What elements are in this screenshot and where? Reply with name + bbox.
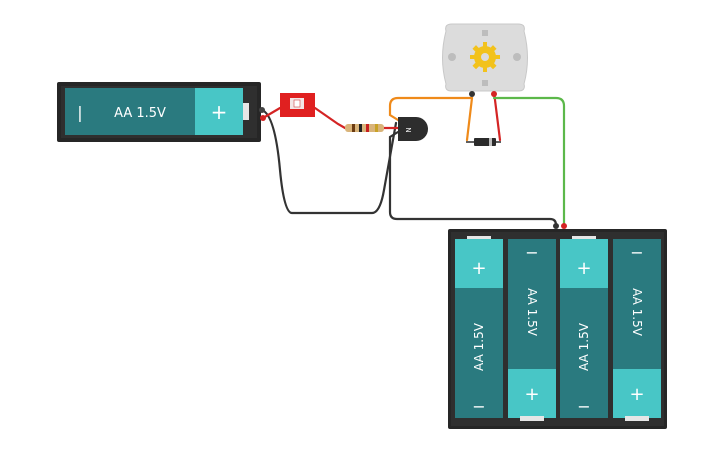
- battery-pack-cell-1-bottom-symbol: −: [472, 397, 485, 416]
- battery-single-plus-symbol: +: [211, 100, 228, 124]
- battery-single-label: AA 1.5V: [114, 106, 166, 121]
- transistor-npn[interactable]: N: [398, 117, 428, 141]
- battery-pack-cell-3: + AA 1.5V −: [560, 236, 608, 418]
- dc-motor[interactable]: [442, 23, 528, 97]
- battery-single-positive-end: [195, 88, 243, 135]
- battery-pack-terminal-positive[interactable]: [561, 223, 567, 229]
- battery-single-minus-symbol: |: [77, 103, 82, 122]
- battery-pack-cell-4-bottom-symbol: +: [629, 384, 644, 405]
- wire-red-switch-to-resistor[interactable]: [313, 106, 347, 130]
- battery-pack-cell-1-label: AA 1.5V: [472, 322, 486, 371]
- wire-green-motor-to-pack[interactable]: [492, 96, 566, 227]
- wire-black-battery-to-pack[interactable]: [260, 108, 398, 215]
- slide-switch[interactable]: [280, 93, 315, 117]
- battery-pack-cell-2-label: AA 1.5V: [525, 288, 539, 337]
- resistor[interactable]: [345, 124, 384, 132]
- battery-pack-cell-2-top-symbol: −: [525, 243, 538, 262]
- battery-pack-cell-4-top-symbol: −: [630, 243, 643, 262]
- battery-pack-cell-4: − AA 1.5V +: [613, 239, 661, 421]
- battery-pack-cell-2: − AA 1.5V +: [508, 239, 556, 421]
- battery-pack-cell-4-label: AA 1.5V: [630, 288, 644, 337]
- transistor-label: N: [404, 127, 412, 132]
- motor-gear-icon: [470, 42, 500, 72]
- battery-single-terminal-positive[interactable]: [260, 115, 266, 121]
- battery-single-body: [65, 88, 195, 135]
- motor-terminal-right[interactable]: [491, 91, 497, 97]
- wire-black-transistor-to-pack[interactable]: [388, 130, 558, 227]
- battery-pack-cell-3-label: AA 1.5V: [577, 322, 591, 371]
- battery-pack-cell-1-top-symbol: +: [471, 258, 486, 279]
- diode[interactable]: [466, 138, 501, 146]
- wire-red-motor-to-diode[interactable]: [492, 90, 502, 142]
- wire-red-battery-to-switch[interactable]: [261, 106, 282, 120]
- wire-orange-motor-to-diode[interactable]: [465, 96, 474, 142]
- battery-pack-cell-2-bottom-symbol: +: [524, 384, 539, 405]
- battery-single[interactable]: | AA 1.5V +: [57, 82, 266, 142]
- battery-pack[interactable]: + AA 1.5V − − AA 1.5V + + AA 1.5V − −: [448, 223, 667, 429]
- wire-orange-transistor-to-motor[interactable]: [388, 96, 474, 122]
- battery-pack-cell-1: + AA 1.5V −: [455, 236, 503, 418]
- battery-single-terminal-negative[interactable]: [259, 107, 265, 113]
- battery-pack-cell-3-top-symbol: +: [576, 258, 591, 279]
- battery-pack-cell-3-bottom-symbol: −: [577, 397, 590, 416]
- motor-terminal-left[interactable]: [469, 91, 475, 97]
- battery-pack-terminal-negative[interactable]: [553, 223, 559, 229]
- wires: [260, 90, 566, 227]
